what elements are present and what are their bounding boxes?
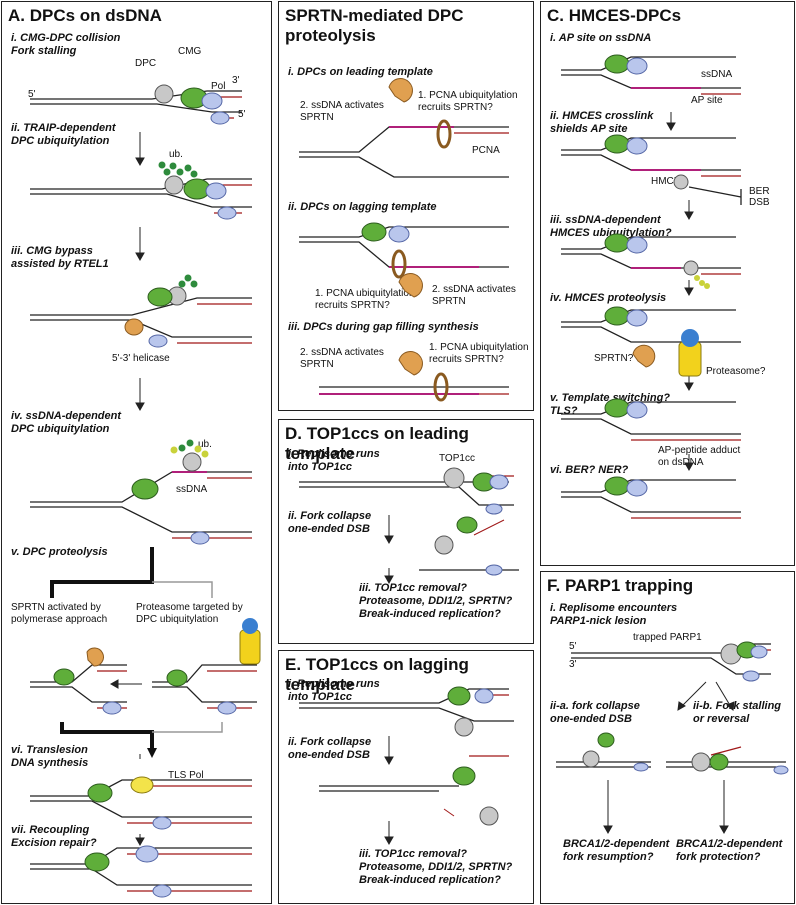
panel-c-title: C. HMCES-DPCs bbox=[547, 6, 682, 25]
c-step-1: i. AP site on ssDNA bbox=[550, 32, 652, 44]
a-ub-label-1: ub. bbox=[169, 149, 183, 160]
panel-e-diagram bbox=[299, 686, 514, 846]
a-ub-label-2: ub. bbox=[198, 439, 212, 450]
a-dpc-label: DPC bbox=[135, 58, 157, 69]
a-tlspol-label: TLS Pol bbox=[168, 770, 204, 781]
a-step-5: v. DPC proteolysis bbox=[11, 546, 108, 558]
c-ber-label: BER bbox=[749, 186, 770, 197]
d-step-3: iii. TOP1cc removal?Proteasome, DDI1/2, … bbox=[359, 582, 513, 620]
b-pcna-label: PCNA bbox=[472, 145, 500, 156]
c-hmces-label: HMCES bbox=[651, 176, 688, 187]
a-ssdna-label: ssDNA bbox=[176, 484, 208, 495]
c-proteasome-label: Proteasome? bbox=[706, 366, 766, 377]
c-dsb-label: DSB bbox=[749, 197, 770, 208]
f-trapped-label: trapped PARP1 bbox=[633, 632, 702, 643]
e-step-3: iii. TOP1cc removal?Proteasome, DDI1/2, … bbox=[359, 848, 513, 886]
panel-a-diagram bbox=[30, 84, 261, 898]
panel-d: D. TOP1ccs on leading template i. Replis… bbox=[278, 419, 534, 644]
c-step-6: vi. BER? NER? bbox=[550, 464, 629, 476]
f-end-5: 5' bbox=[569, 641, 577, 652]
c-sprtn-label: SPRTN? bbox=[594, 353, 634, 364]
panel-f-diagram bbox=[556, 641, 789, 835]
panel-e-title: E. TOP1ccs on lagging template bbox=[285, 655, 469, 694]
c-apsite-label: AP site bbox=[691, 95, 723, 106]
a-end-5-1: 5' bbox=[28, 89, 36, 100]
panel-b-diagram bbox=[299, 78, 509, 402]
panel-f-title: F. PARP1 trapping bbox=[547, 576, 694, 595]
b-step-1: i. DPCs on leading template bbox=[288, 66, 433, 78]
panel-f: F. PARP1 trapping i. Replisome encounter… bbox=[540, 571, 795, 904]
a-end-3-1: 3' bbox=[232, 75, 240, 86]
b-step-2: ii. DPCs on lagging template bbox=[288, 201, 437, 213]
panel-d-title: D. TOP1ccs on leading template bbox=[285, 424, 469, 463]
panel-a-title: A. DPCs on dsDNA bbox=[8, 6, 162, 25]
a-end-5-2: 5' bbox=[238, 109, 246, 120]
a-cmg-label: CMG bbox=[178, 46, 202, 57]
panel-d-diagram bbox=[299, 467, 519, 585]
d-top1cc-label: TOP1cc bbox=[439, 453, 475, 464]
c-step-4: iv. HMCES proteolysis bbox=[550, 292, 667, 304]
panel-c-diagram bbox=[561, 54, 742, 519]
a-helicase-label: 5'-3' helicase bbox=[112, 353, 170, 364]
f-end-3: 3' bbox=[569, 659, 577, 670]
panel-e: E. TOP1ccs on lagging template i. Replis… bbox=[278, 650, 534, 904]
b-step-3: iii. DPCs during gap filling synthesis bbox=[288, 321, 479, 333]
c-ssdna-label: ssDNA bbox=[701, 69, 733, 80]
a-pol-label: Pol bbox=[211, 81, 226, 92]
panel-c: C. HMCES-DPCs i. AP site on ssDNA ii. HM… bbox=[540, 1, 795, 566]
